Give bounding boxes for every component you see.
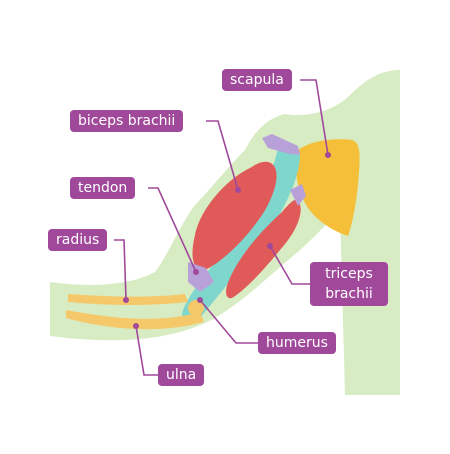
biceps-leader bbox=[206, 120, 239, 191]
radius-leader bbox=[114, 239, 127, 301]
label-triceps-brachii: triceps brachii bbox=[310, 262, 388, 306]
triceps-dot bbox=[267, 243, 273, 249]
tendon-leader bbox=[148, 187, 197, 273]
humerus-leader bbox=[199, 299, 258, 344]
label-radius: radius bbox=[48, 229, 108, 251]
label-tendon: tendon bbox=[70, 177, 136, 199]
biceps-muscle bbox=[192, 161, 277, 271]
scapula-leader bbox=[300, 79, 329, 156]
scapula-dot bbox=[325, 152, 331, 158]
label-humerus: humerus bbox=[258, 332, 336, 354]
triceps-leader bbox=[269, 245, 310, 285]
tendon-triceps bbox=[290, 184, 306, 206]
radius-dot bbox=[123, 297, 129, 303]
ulna-bone bbox=[66, 310, 204, 330]
humerus-dot bbox=[197, 297, 203, 303]
ulna-leader bbox=[135, 325, 158, 376]
label-scapula: scapula bbox=[222, 69, 292, 91]
elbow-joint bbox=[188, 300, 204, 316]
label-biceps-brachii: biceps brachii bbox=[70, 110, 184, 132]
biceps-dot bbox=[235, 187, 241, 193]
label-ulna: ulna bbox=[158, 364, 205, 386]
ulna-dot bbox=[133, 323, 139, 329]
tendon-upper bbox=[262, 134, 300, 155]
tendon-dot bbox=[193, 269, 199, 275]
triceps-muscle bbox=[226, 199, 301, 299]
scapula-bone bbox=[296, 139, 360, 236]
